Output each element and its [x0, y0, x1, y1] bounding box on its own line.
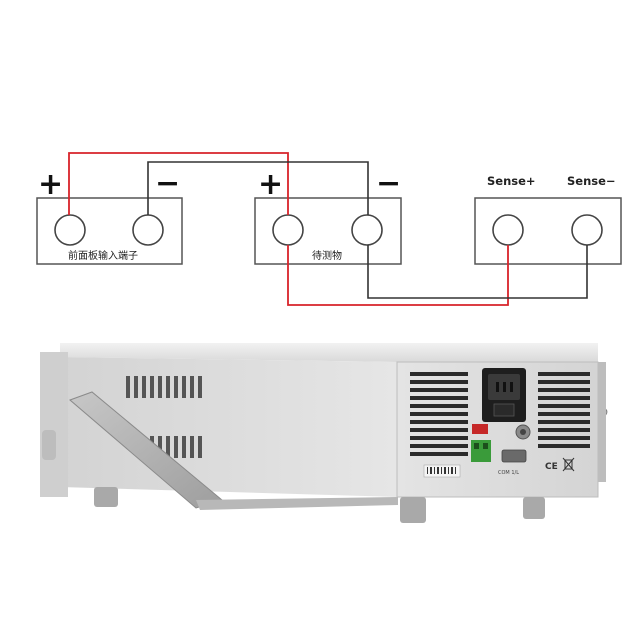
sense-positive-terminal	[492, 214, 524, 246]
front-panel-terminal-box	[36, 197, 183, 265]
dut-label: 待测物	[312, 249, 342, 262]
side-vent-upper	[126, 376, 202, 398]
ce-logo: CE	[545, 462, 558, 472]
dut-positive-terminal	[272, 214, 304, 246]
barcode	[427, 467, 456, 474]
red-wire-sense-positive	[287, 245, 509, 306]
front-panel-plus-symbol: +	[38, 167, 63, 202]
dut-plus-symbol: +	[258, 167, 283, 202]
foot-front-left	[94, 487, 118, 507]
dark-wire-sense-negative	[367, 245, 588, 299]
fuse-drawer	[493, 403, 515, 417]
front-panel-label: 前面板输入端子	[68, 249, 138, 262]
front-panel-negative-terminal	[132, 214, 164, 246]
red-wire-positive	[68, 152, 289, 215]
dut-minus-symbol: −	[376, 166, 401, 201]
rear-vent-right	[538, 372, 590, 448]
sense-box	[474, 197, 622, 265]
sense-plus-label: Sense+	[487, 174, 536, 188]
device-handle-base	[196, 497, 398, 510]
electronic-load-device: COM 1/L CE	[40, 343, 608, 523]
dut-box	[254, 197, 402, 265]
sense-negative-terminal	[571, 214, 603, 246]
dip-switch	[472, 424, 488, 434]
device-top-surface	[60, 343, 598, 362]
serial-port	[501, 449, 527, 463]
dut-negative-terminal	[351, 214, 383, 246]
wiring-diagram: 前面板输入端子 待测物 + − + − Sense+ Sense−	[36, 152, 622, 306]
foot-rear-left	[400, 497, 426, 523]
weee-bin-icon	[562, 457, 575, 472]
foot-rear-right	[523, 497, 545, 519]
rear-vent-left	[410, 372, 468, 456]
port-label: COM 1/L	[498, 470, 519, 476]
dark-wire-negative	[147, 161, 369, 215]
device-front-knob	[42, 430, 56, 460]
front-panel-positive-terminal	[54, 214, 86, 246]
device-front-bezel	[40, 352, 68, 497]
sense-minus-label: Sense−	[567, 174, 616, 188]
front-panel-minus-symbol: −	[155, 166, 180, 201]
